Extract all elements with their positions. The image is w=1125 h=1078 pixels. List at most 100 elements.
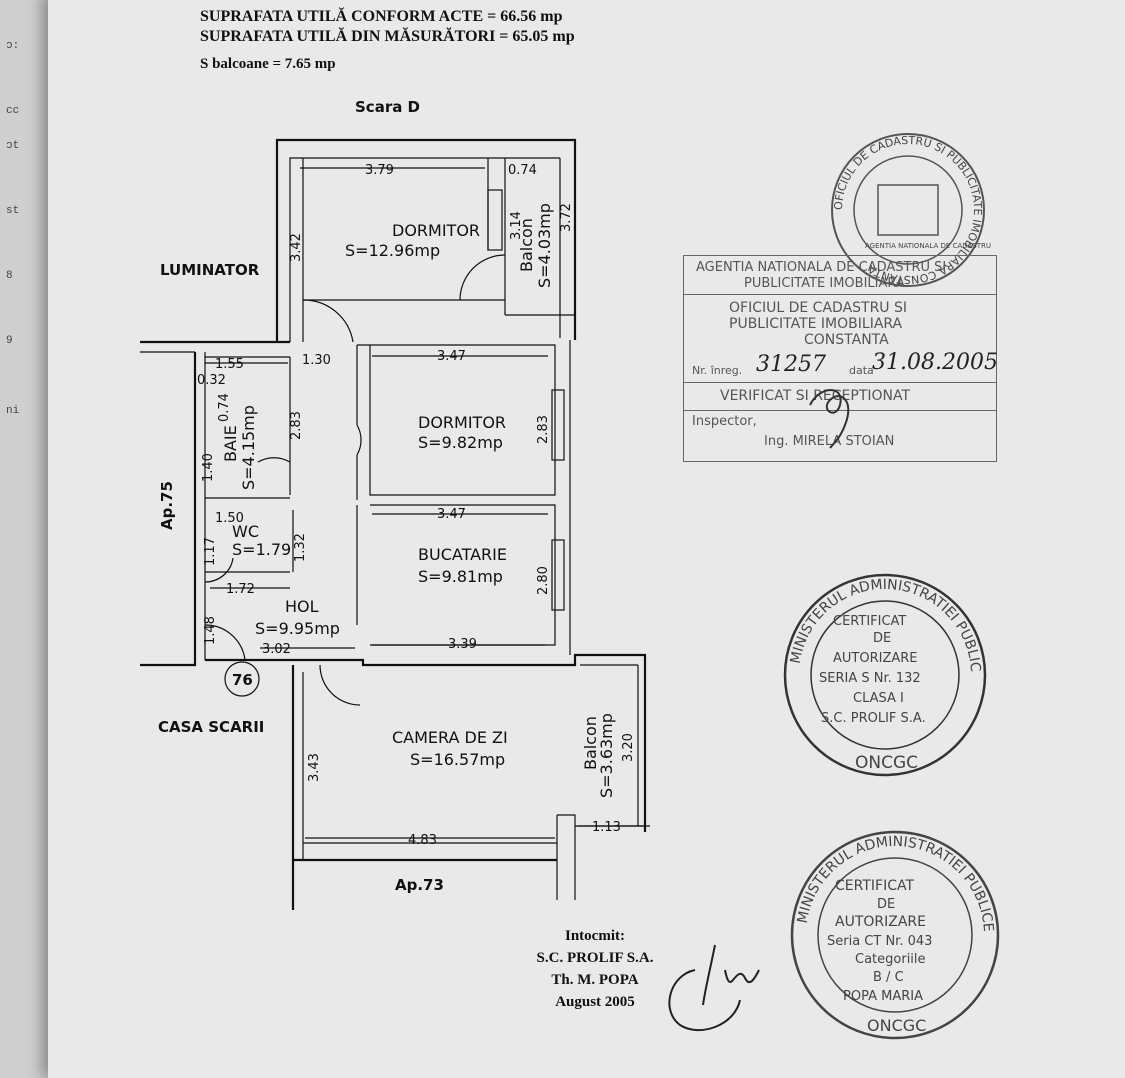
room-name-balcon-2: Balcon [581,716,600,770]
dim-text: 3.02 [262,642,291,657]
registry-data-value: 31.08.2005 [872,350,998,375]
cadastre-round-stamp: OFICIUL DE CADASTRU SI PUBLICITATE IMOBI… [831,133,991,287]
dim-text: 3.14 [509,211,524,240]
apartment-number: 76 [232,671,253,689]
edge-mark: ɔ: [6,40,20,52]
stamp-line: AUTORIZARE [835,914,926,930]
dim-text: 4.83 [408,833,437,848]
dim-text: 1.55 [215,357,244,372]
dim-text: 1.48 [203,616,218,645]
apartment-number-circle [224,661,260,697]
label-scara: Scara D [355,98,420,116]
stamp-line: CERTIFICAT [835,878,914,894]
footer-date: August 2005 [555,994,635,1010]
room-area-hol: S=9.95mp [255,619,340,638]
dim-text: 2.80 [536,566,551,595]
label-casa-scarii: CASA SCARII [158,718,264,736]
label-luminator: LUMINATOR [160,261,260,279]
document-paper [48,0,1125,1078]
stamp-inner-text: AGENTIA NATIONALA DE CADASTRU [865,242,991,250]
stamp-line: CERTIFICAT [833,614,906,629]
room-name-wc: WC [232,522,259,541]
room-name-hol: HOL [285,597,319,616]
dim-text: 1.32 [293,533,308,562]
edge-mark: ni [6,405,20,417]
label-ap75: Ap.75 [158,481,176,530]
registry-nr-label: Nr. înreg. [692,364,743,377]
room-name-balcon-1: Balcon [517,218,536,272]
room-area-camera-de-zi: S=16.57mp [410,750,505,769]
registry-line-5: CONSTANTA [804,332,889,348]
edge-mark: ɔt [6,140,20,152]
registry-nr-value: 31257 [756,352,826,377]
authorization-stamp-popa: MINISTERUL ADMINISTRATIEI PUBLICE ONCGC … [790,830,1000,1040]
header-line-3: S balcoane = 7.65 mp [200,56,336,72]
stamp-oncgc: ONCGC [867,1016,926,1035]
dim-text: 3.43 [307,753,322,782]
room-area-balcon-2: S=3.63mp [597,713,616,798]
dim-text: 3.79 [365,163,394,178]
room-area-baie: S=4.15mp [239,405,258,490]
stamp-line: CLASA I [853,691,904,706]
registry-stamp: AGENTIA NATIONALA DE CADASTRU SI PUBLICI… [683,255,998,462]
edge-mark: 9 [6,335,13,347]
stamp-line: AUTORIZARE [833,651,918,666]
registry-inspector-name: Ing. MIRELA STOIAN [764,434,895,449]
author-signature-icon [668,944,760,1032]
header-line-2: SUPRAFATA UTILĂ DIN MĂSURĂTORI = 65.05 m… [200,28,575,45]
stamp-line: S.C. PROLIF S.A. [821,711,926,726]
dim-text: 1.40 [201,453,216,482]
dim-text: 1.17 [203,537,218,566]
room-name-dormitor-1: DORMITOR [392,221,480,240]
edge-mark: 8 [6,270,13,282]
dim-text: 3.47 [437,507,466,522]
stamp-oncgc: ONCGC [855,753,918,773]
room-area-wc: S=1.79 [232,540,291,559]
dim-text: 3.47 [437,349,466,364]
dim-text: 2.83 [536,415,551,444]
dim-text: 1.13 [592,820,621,835]
registry-line-4: PUBLICITATE IMOBILIARA [729,316,903,332]
registry-inspector-label: Inspector, [692,414,757,429]
room-name-camera-de-zi: CAMERA DE ZI [392,728,508,747]
dim-text: 1.72 [226,582,255,597]
registry-line-1: AGENTIA NATIONALA DE CADASTRU SI [696,260,947,275]
stamp-line: DE [873,631,891,646]
coat-of-arms-icon [877,184,939,236]
registry-line-3: OFICIUL DE CADASTRU SI [729,300,908,316]
room-area-dormitor-2: S=9.82mp [418,433,503,452]
stamp-line: Categoriile [855,952,926,967]
footer-company: S.C. PROLIF S.A. [536,950,654,966]
dim-text: 1.30 [302,353,331,368]
room-name-dormitor-2: DORMITOR [418,413,506,432]
dim-text: 3.42 [289,233,304,262]
edge-mark: st [6,205,20,217]
registry-line-2: PUBLICITATE IMOBILIARA [744,276,905,291]
footer-author: Th. M. POPA [551,972,639,988]
stamp-line: POPA MARIA [843,989,923,1004]
edge-mark: cc [6,105,20,117]
dim-text: 0.32 [197,373,226,388]
room-area-balcon-1: S=4.03mp [535,203,554,288]
dim-text: 1.50 [215,511,244,526]
stamp-line: DE [877,897,895,912]
authorization-stamp-prolif: MINISTERUL ADMINISTRATIEI PUBLICE ONCGC … [775,570,987,777]
dim-text: 3.20 [621,733,636,762]
stamp-line: Seria CT Nr. 043 [827,934,932,949]
room-area-bucatarie: S=9.81mp [418,567,503,586]
plan-walls [140,138,647,910]
room-name-bucatarie: BUCATARIE [418,545,507,564]
inspector-signature-icon [809,389,850,449]
stamp-line: B / C [873,970,904,985]
dim-text: 3.72 [559,203,574,232]
dim-text: 2.83 [289,411,304,440]
header-line-1: SUPRAFATA UTILĂ CONFORM ACTE = 66.56 mp [200,8,563,25]
dim-text: 0.74 [217,393,232,422]
footer-intocmit: Intocmit: [565,928,625,944]
stamp-line: SERIA S Nr. 132 [819,671,921,686]
registry-verified: VERIFICAT SI RECEPTIONAT [720,388,911,404]
registry-data-label: data [849,364,874,377]
room-area-dormitor-1: S=12.96mp [345,241,440,260]
dim-text: 3.39 [448,637,477,652]
